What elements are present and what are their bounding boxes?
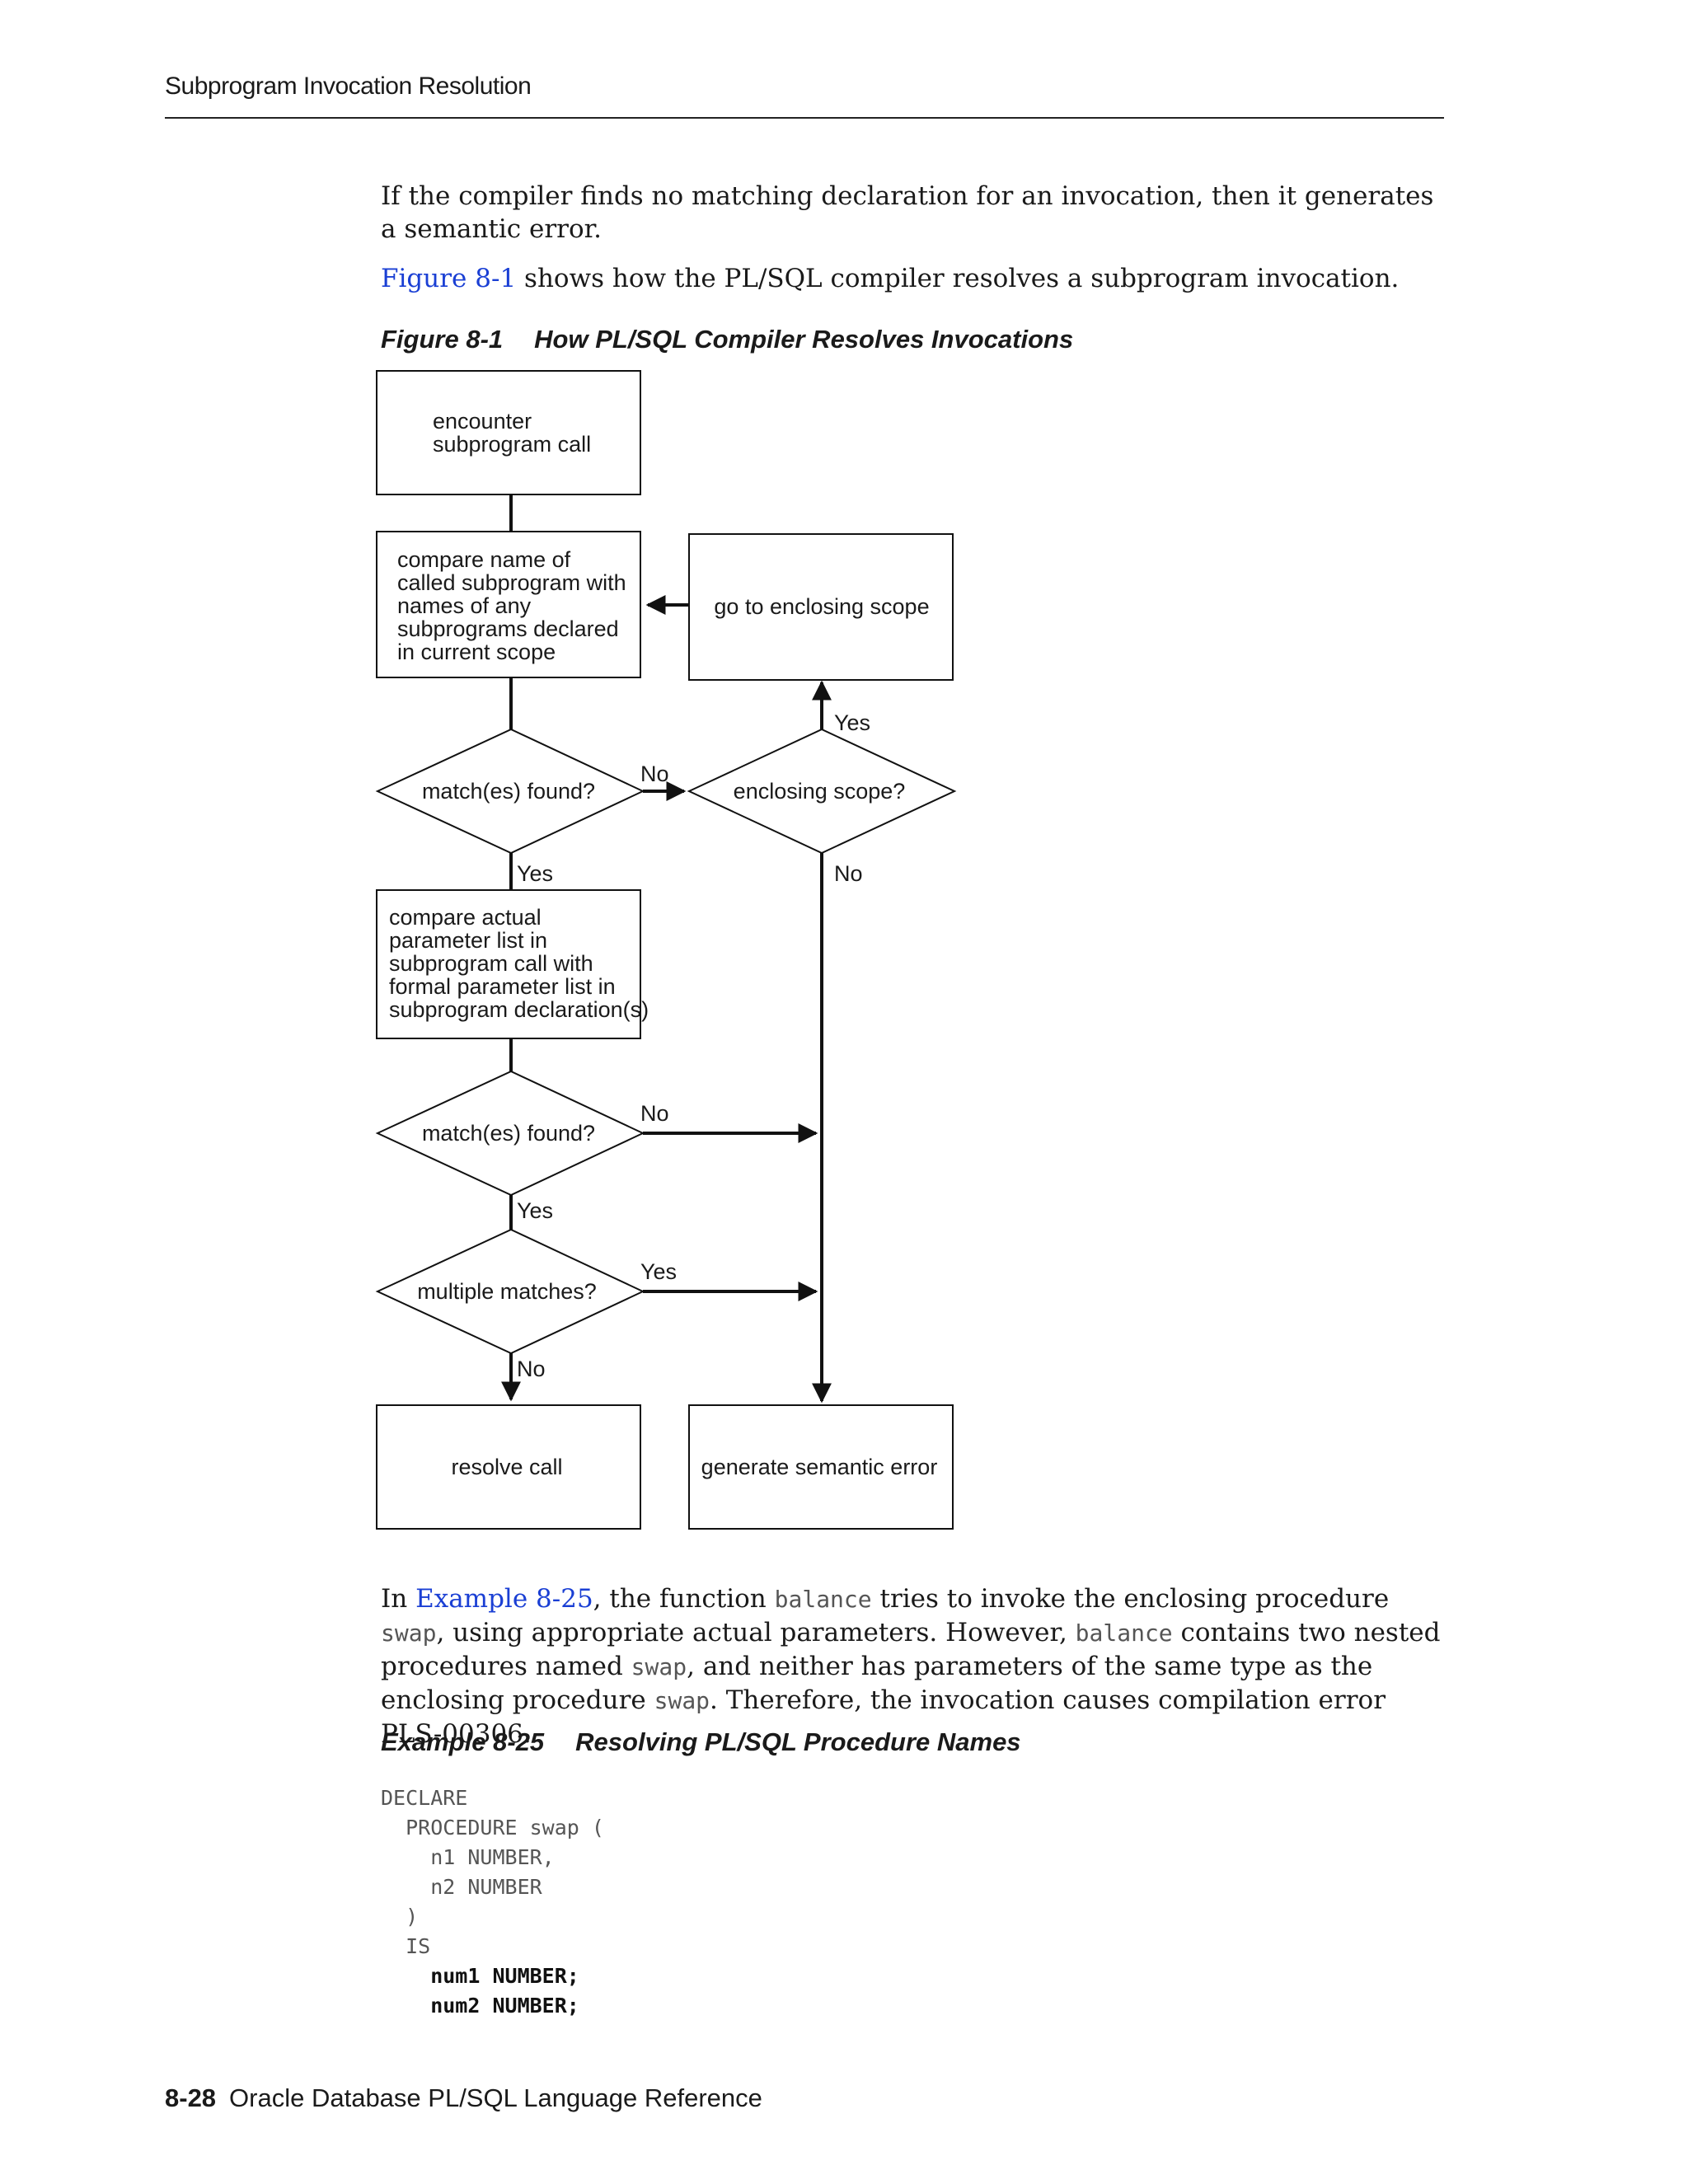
label-yes-match1: Yes: [517, 861, 553, 886]
compare-name-text: compare name of called subprogram with n…: [397, 547, 632, 664]
match2-diamond: [375, 1070, 645, 1197]
enclosing-scope-text: go to enclosing scope: [714, 594, 929, 619]
text-span: contains two nested procedures named: [381, 1618, 1441, 1681]
label-no-match2: No: [640, 1101, 669, 1126]
code-balance: balance: [774, 1586, 872, 1613]
text-span: , and neither has parameters of the same…: [381, 1652, 1373, 1715]
code-swap: swap: [631, 1653, 687, 1680]
label-no-match1: No: [640, 762, 669, 786]
label-yes-multiple: Yes: [640, 1259, 677, 1284]
code-line: DECLARE: [381, 1786, 468, 1810]
book-title: Oracle Database PL/SQL Language Referenc…: [229, 2083, 762, 2112]
match1-diamond: [375, 728, 645, 855]
example-title: Resolving PL/SQL Procedure Names: [575, 1727, 1021, 1756]
multiple-text: multiple matches?: [417, 1279, 597, 1304]
error-box: [688, 1404, 954, 1530]
enclosing-q-text: enclosing scope?: [734, 779, 906, 804]
code-line-bold: num2 NUMBER;: [381, 1994, 579, 2018]
code-line: IS: [381, 1934, 431, 1958]
page-footer: 8-28 Oracle Database PL/SQL Language Refe…: [165, 2083, 762, 2113]
figure-label: Figure 8-1: [381, 325, 504, 354]
figure-caption: Figure 8-1 How PL/SQL Compiler Resolves I…: [381, 325, 1073, 354]
start-box: [376, 370, 641, 495]
enclosing-scope-box: [688, 533, 954, 681]
text-span: , the function: [593, 1584, 775, 1614]
code-swap: swap: [654, 1687, 710, 1714]
resolve-box: [376, 1404, 641, 1530]
multiple-diamond: [375, 1228, 645, 1355]
start-text: encounter subprogram call: [433, 409, 591, 457]
example-caption: Example 8-25 Resolving PL/SQL Procedure N…: [381, 1727, 1021, 1757]
label-no-multiple: No: [517, 1357, 546, 1381]
running-header: Subprogram Invocation Resolution: [165, 73, 532, 100]
resolve-text: resolve call: [451, 1455, 562, 1479]
figure-8-1-link[interactable]: Figure 8-1: [381, 264, 517, 293]
code-example: DECLARE PROCEDURE swap ( n1 NUMBER, n2 N…: [381, 1783, 604, 2021]
text-span: In: [381, 1584, 416, 1614]
enclosing-diamond: [687, 728, 957, 855]
header-rule: [165, 117, 1444, 119]
match1-text: match(es) found?: [422, 779, 595, 804]
intro-paragraph-2-text: shows how the PL/SQL compiler resolves a…: [516, 264, 1400, 293]
page-number: 8-28: [165, 2083, 217, 2112]
code-line: PROCEDURE swap (: [381, 1816, 604, 1840]
compare-params-box: [376, 889, 641, 1039]
figure-title: How PL/SQL Compiler Resolves Invocations: [534, 325, 1074, 354]
error-text: generate semantic error: [701, 1455, 938, 1479]
code-line: n1 NUMBER,: [381, 1845, 555, 1869]
code-line: n2 NUMBER: [381, 1875, 542, 1899]
intro-paragraph-1: If the compiler finds no matching declar…: [381, 181, 1434, 244]
text-span: tries to invoke the enclosing procedure: [871, 1584, 1390, 1614]
label-yes-match2: Yes: [517, 1198, 553, 1223]
compare-params-text: compare actual parameter list in subprog…: [389, 905, 649, 1022]
example-paragraph: In Example 8-25, the function balance tr…: [381, 1582, 1452, 1750]
intro-paragraph-2: Figure 8-1 shows how the PL/SQL compiler…: [381, 262, 1452, 295]
code-line: ): [381, 1905, 419, 1929]
compare-name-box: [376, 531, 641, 678]
example-label: Example 8-25: [381, 1727, 545, 1756]
example-8-25-link[interactable]: Example 8-25: [415, 1584, 593, 1614]
code-balance: balance: [1075, 1619, 1173, 1647]
text-span: , using appropriate actual parameters. H…: [436, 1618, 1076, 1647]
match2-text: match(es) found?: [422, 1121, 595, 1146]
label-yes-enclosing: Yes: [834, 710, 870, 735]
code-swap: swap: [381, 1619, 437, 1647]
code-line-bold: num1 NUMBER;: [381, 1964, 579, 1988]
label-no-enclosing: No: [834, 861, 863, 886]
text-span: . Therefore, the invocation causes compi…: [381, 1685, 1386, 1749]
